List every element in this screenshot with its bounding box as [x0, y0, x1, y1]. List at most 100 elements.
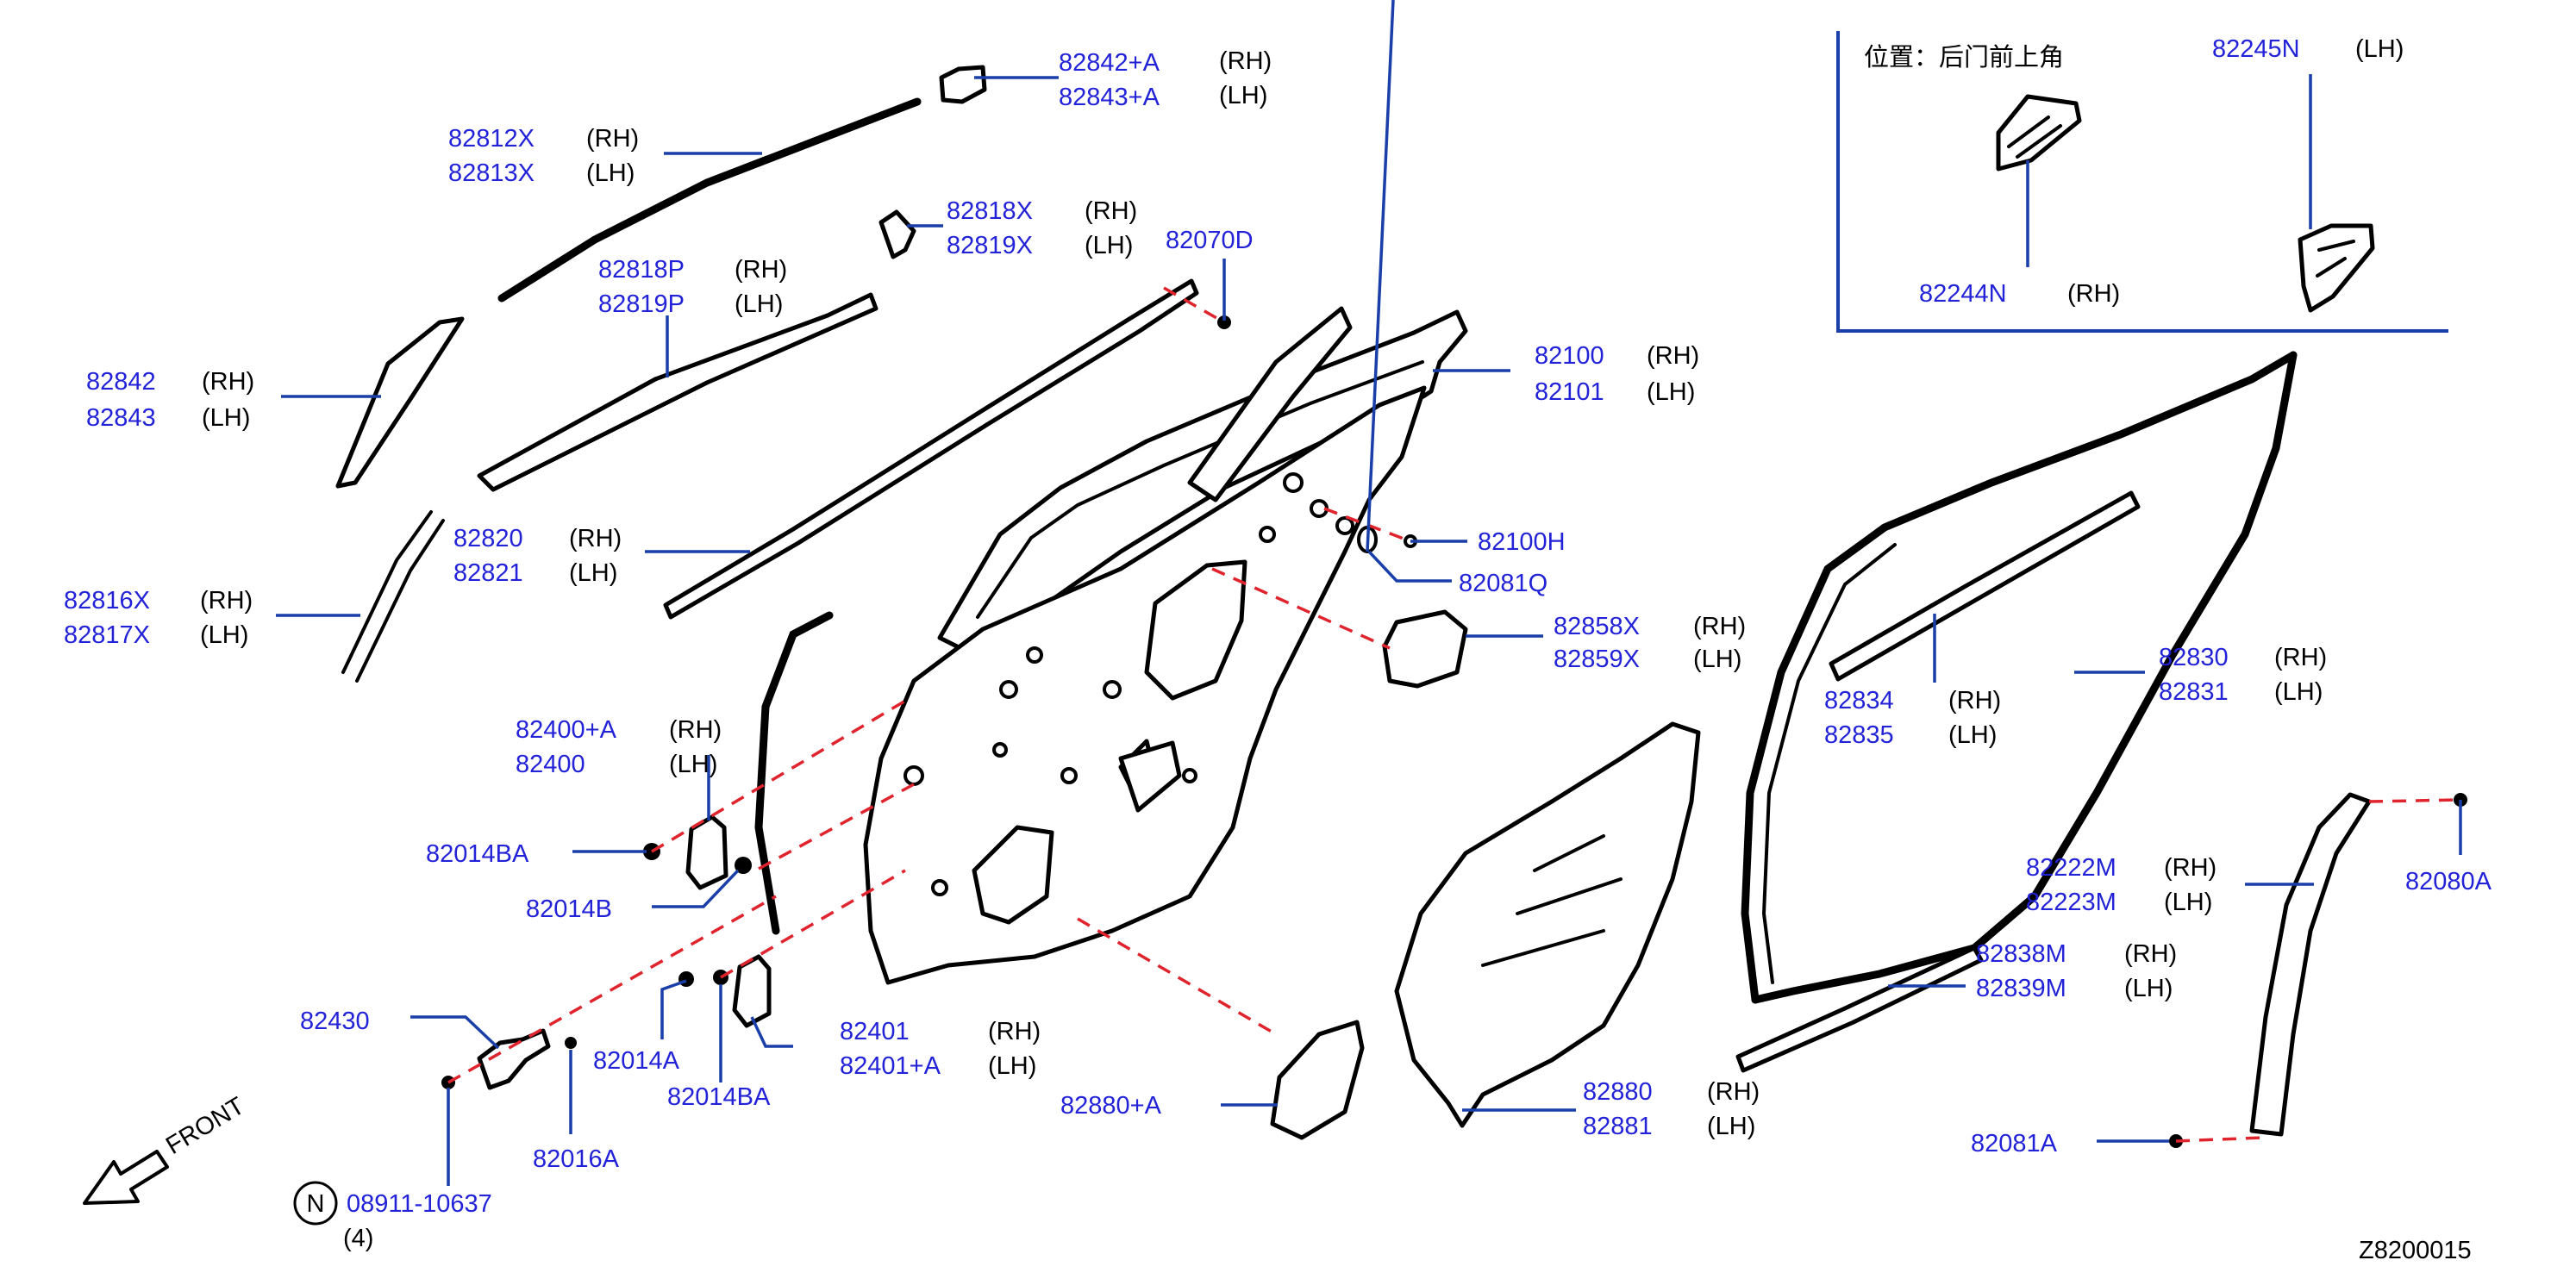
- part-number-82081Q: 82081Q: [1459, 570, 1547, 597]
- side-82818X: (RH): [1085, 197, 1137, 225]
- part-number-82016A: 82016A: [533, 1145, 620, 1173]
- callout-labels: 82842+A (RH) 82843+A (LH) 82812X (RH) 82…: [64, 47, 2492, 1218]
- part-drawings: [335, 65, 2467, 1148]
- part-number-82014A: 82014A: [593, 1047, 680, 1075]
- screw-82070D-drawing: [1217, 315, 1231, 329]
- part-number-82835: 82835: [1824, 721, 1894, 749]
- bolt-82014A: [678, 971, 694, 987]
- side-82813X: (LH): [586, 159, 635, 187]
- inset-location-label: 位置：后门前上角: [1864, 43, 2064, 72]
- leader-lines: [276, 0, 2462, 1186]
- side-82817X: (LH): [200, 621, 248, 649]
- hinge-82400-drawing: [685, 814, 728, 890]
- part-number-82223M: 82223M: [2026, 889, 2116, 916]
- side-82858X: (RH): [1693, 613, 1746, 640]
- part-number-82818X: 82818X: [947, 197, 1033, 225]
- part-number-82834: 82834: [1824, 687, 1894, 714]
- side-82400A: (RH): [669, 716, 722, 744]
- part-number-82430: 82430: [300, 1008, 370, 1035]
- part-number-82818P: 82818P: [598, 256, 685, 284]
- front-label: FRONT: [161, 1092, 249, 1160]
- part-number-82817X: 82817X: [64, 621, 150, 649]
- trim-82842-drawing: [335, 316, 465, 489]
- side-82842: (RH): [202, 368, 254, 396]
- part-number-82816X: 82816X: [64, 587, 150, 615]
- part-number-82070D: 82070D: [1166, 227, 1254, 254]
- part-number-82820: 82820: [453, 525, 523, 552]
- side-82820: (RH): [569, 525, 622, 552]
- part-number-82842A: 82842+A: [1059, 49, 1160, 77]
- part-number-82843: 82843: [86, 404, 156, 432]
- clip-82842A-drawing: [939, 65, 987, 104]
- side-82819P: (LH): [735, 290, 783, 318]
- part-number-82100H: 82100H: [1478, 528, 1566, 556]
- hinge-82401-drawing: [732, 954, 772, 1028]
- part-number-82014BA-lower: 82014BA: [667, 1083, 771, 1111]
- bracket-82858X-drawing: [1382, 609, 1468, 689]
- trim-82818P-drawing: [477, 292, 878, 492]
- part-number-82813X: 82813X: [448, 159, 535, 187]
- door-service-hole-upper: [1144, 559, 1247, 701]
- inset-bracket-lh-drawing: [2298, 223, 2375, 313]
- side-82816X: (RH): [200, 587, 253, 615]
- side-82245N: (LH): [2355, 35, 2404, 63]
- door-speaker-hole: [1118, 740, 1182, 813]
- bolt-82016A: [565, 1037, 577, 1049]
- side-82819X: (LH): [1085, 232, 1133, 259]
- side-82244N: (RH): [2067, 280, 2120, 308]
- molding-82812X-drawing: [497, 97, 922, 303]
- part-number-82880A: 82880+A: [1060, 1092, 1162, 1120]
- front-arrow-icon: [83, 1150, 169, 1205]
- door-service-hole-lower: [972, 825, 1054, 925]
- part-number-08911-10637: 08911-10637: [347, 1190, 492, 1218]
- side-82223M: (LH): [2164, 889, 2212, 916]
- part-number-82839M: 82839M: [1976, 975, 2066, 1002]
- side-82835: (LH): [1948, 721, 1997, 749]
- part-number-82830: 82830: [2159, 644, 2229, 671]
- window-sash-inner: [976, 360, 1424, 619]
- part-number-82880: 82880: [1583, 1078, 1653, 1106]
- part-number-82859X: 82859X: [1554, 646, 1640, 673]
- weatherstrip-82830-drawing: [1741, 351, 2298, 1004]
- side-82842A: (RH): [1219, 47, 1272, 75]
- strip-82816X-inner: [355, 519, 445, 683]
- bolt-circle-icon: [293, 1181, 338, 1226]
- part-number-82400A: 82400+A: [516, 716, 617, 744]
- door-panel-holes: [903, 472, 1354, 896]
- part-number-82244N: 82244N: [1919, 280, 2007, 308]
- door-inner-panel-drawing: [863, 385, 1427, 985]
- strip-82816X-drawing: [341, 510, 433, 674]
- side-82843A: (LH): [1219, 82, 1267, 109]
- part-number-82101: 82101: [1535, 378, 1604, 406]
- side-82400: (LH): [669, 751, 717, 778]
- diagram-code: Z8200015: [2359, 1237, 2472, 1264]
- inset-bracket-rh-drawing: [1996, 94, 2082, 172]
- part-number-82838M: 82838M: [1976, 940, 2066, 968]
- weatherstrip-82830-drawing-lower: [1751, 351, 2298, 1004]
- door-trim-details: [1481, 834, 1623, 967]
- part-number-82222M: 82222M: [2026, 854, 2116, 882]
- side-82881: (LH): [1707, 1113, 1755, 1140]
- part-number-82843A: 82843+A: [1059, 84, 1160, 111]
- part-number-82080A: 82080A: [2405, 868, 2492, 895]
- part-number-82245N: 82245N: [2212, 35, 2300, 63]
- part-number-82831: 82831: [2159, 678, 2229, 706]
- part-number-82858X: 82858X: [1554, 613, 1640, 640]
- strip-82838M-drawing: [1735, 945, 1984, 1073]
- side-82830: (RH): [2274, 644, 2327, 671]
- side-82401A: (LH): [988, 1052, 1036, 1080]
- side-82100: (RH): [1647, 342, 1699, 370]
- side-82839M: (LH): [2124, 975, 2173, 1002]
- door-trim-82880-drawing: [1394, 721, 1701, 1128]
- part-number-82400: 82400: [516, 751, 585, 778]
- side-82812X: (RH): [586, 125, 639, 153]
- weatherstrip-82830-inner: [1761, 543, 1897, 984]
- side-82880: (RH): [1707, 1078, 1760, 1106]
- part-number-82819P: 82819P: [598, 290, 685, 318]
- part-number-82881: 82881: [1583, 1113, 1653, 1140]
- side-82834: (RH): [1948, 687, 2001, 714]
- side-82821: (LH): [569, 559, 617, 587]
- clip-82818X-drawing: [878, 209, 916, 259]
- part-number-82821: 82821: [453, 559, 523, 587]
- side-82843: (LH): [202, 404, 250, 432]
